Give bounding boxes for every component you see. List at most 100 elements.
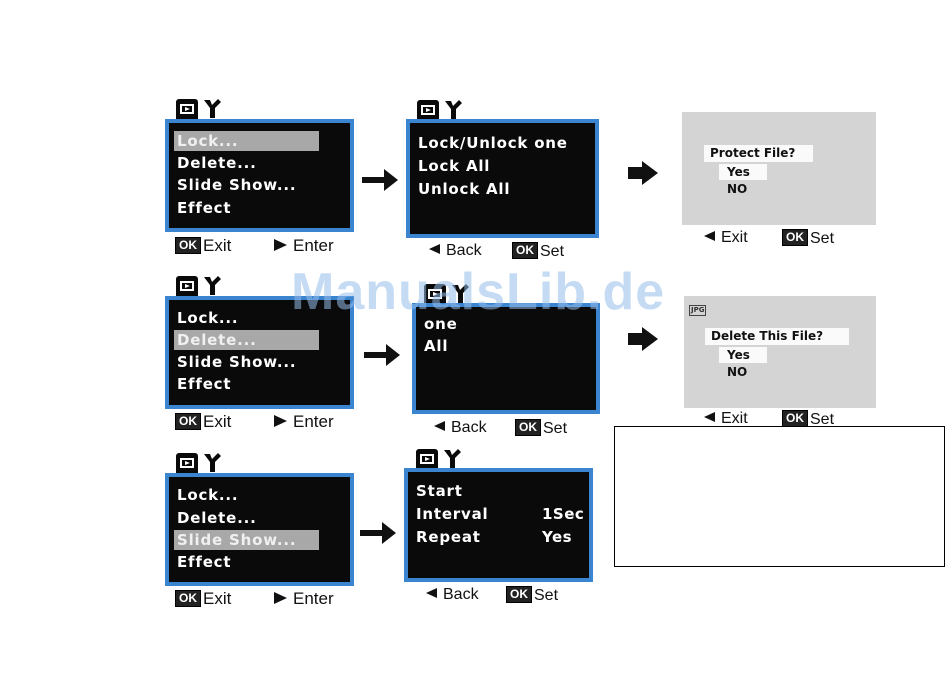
- menu-item-effect[interactable]: Effect: [177, 375, 232, 393]
- delete-file-question: Delete This File?: [705, 328, 849, 345]
- menu-footer-enter: Enter: [274, 412, 334, 432]
- delete-file-dialog: JPG Delete This File? Yes NO: [684, 296, 876, 408]
- watermark: ManualsLib.de: [291, 263, 666, 321]
- menu-item-lock[interactable]: Lock...: [174, 131, 319, 151]
- ok-button-icon: OK: [512, 242, 538, 259]
- menu-item-effect[interactable]: Effect: [177, 553, 232, 571]
- menu-footer-enter: Enter: [274, 236, 334, 256]
- menu-item-slide-show[interactable]: Slide Show...: [177, 353, 297, 371]
- menu-tabs: [414, 282, 494, 304]
- setup-tab-icon[interactable]: [202, 451, 222, 473]
- triangle-right-icon: [274, 592, 287, 604]
- yes-option[interactable]: Yes: [719, 347, 767, 363]
- playback-tab-icon[interactable]: [416, 449, 438, 469]
- main-menu-screen: Lock... Delete... Slide Show... Effect: [165, 473, 354, 586]
- empty-note-box: [614, 426, 945, 567]
- ok-button-icon: OK: [175, 590, 201, 607]
- menu-tabs: [407, 98, 487, 120]
- triangle-left-icon: [426, 588, 437, 598]
- menu-item-delete[interactable]: Delete...: [177, 154, 257, 172]
- dialog-footer-exit: Exit: [704, 410, 748, 426]
- footer-set-label: Set: [810, 411, 835, 426]
- setup-tab-icon[interactable]: [202, 97, 222, 119]
- lock-all-item[interactable]: Lock All: [418, 157, 491, 175]
- arrow-right-icon: [628, 161, 658, 185]
- menu-item-delete[interactable]: Delete...: [177, 509, 257, 527]
- footer-enter-label: Enter: [293, 236, 334, 255]
- submenu-footer-back: Back: [434, 419, 487, 437]
- setup-tab-icon[interactable]: [442, 447, 462, 469]
- main-menu-screen: Lock... Delete... Slide Show... Effect: [165, 296, 354, 409]
- playback-tab-icon[interactable]: [417, 100, 439, 120]
- protect-file-question: Protect File?: [704, 145, 813, 162]
- menu-item-slide-show[interactable]: Slide Show...: [174, 530, 319, 550]
- footer-back-label: Back: [451, 419, 487, 436]
- slideshow-interval-item[interactable]: Interval: [416, 505, 489, 523]
- jpg-file-icon: JPG: [689, 305, 707, 316]
- menu-tabs: [166, 451, 246, 473]
- ok-button-icon: OK: [175, 413, 201, 430]
- arrow-right-icon: [628, 327, 658, 351]
- delete-all-item[interactable]: All: [424, 337, 449, 355]
- unlock-all-item[interactable]: Unlock All: [418, 180, 511, 198]
- delete-one-item[interactable]: one: [424, 315, 458, 333]
- ok-button-icon: OK: [175, 237, 201, 254]
- ok-button-icon: OK: [782, 410, 808, 426]
- slideshow-submenu-screen: Start Interval Repeat 1Sec Yes: [404, 468, 593, 582]
- menu-item-slide-show[interactable]: Slide Show...: [177, 176, 297, 194]
- setup-tab-icon[interactable]: [443, 98, 463, 120]
- footer-exit-label: Exit: [203, 589, 232, 608]
- footer-exit-label: Exit: [203, 236, 232, 255]
- playback-tab-icon[interactable]: [176, 99, 198, 119]
- slideshow-start-item[interactable]: Start: [416, 482, 463, 500]
- submenu-footer-back: Back: [429, 242, 482, 260]
- lock-submenu-screen: Lock/Unlock one Lock All Unlock All: [406, 119, 599, 238]
- menu-item-lock[interactable]: Lock...: [177, 486, 239, 504]
- footer-exit-label: Exit: [721, 229, 748, 246]
- triangle-left-icon: [704, 231, 715, 241]
- triangle-right-icon: [274, 239, 287, 251]
- playback-tab-icon[interactable]: [176, 453, 198, 473]
- footer-back-label: Back: [446, 242, 482, 259]
- footer-exit-label: Exit: [721, 410, 748, 426]
- no-option[interactable]: NO: [727, 365, 748, 379]
- arrow-right-icon: [360, 522, 396, 544]
- triangle-right-icon: [274, 415, 287, 427]
- slideshow-repeat-item[interactable]: Repeat: [416, 528, 481, 546]
- setup-tab-icon[interactable]: [202, 274, 222, 296]
- submenu-footer-back: Back: [426, 586, 479, 604]
- triangle-left-icon: [704, 412, 715, 422]
- interval-value: 1Sec: [542, 505, 585, 523]
- menu-item-lock[interactable]: Lock...: [177, 309, 239, 327]
- menu-tabs: [166, 97, 246, 119]
- footer-enter-label: Enter: [293, 412, 334, 431]
- footer-exit-label: Exit: [203, 412, 232, 431]
- footer-enter-label: Enter: [293, 589, 334, 608]
- menu-item-effect[interactable]: Effect: [177, 199, 232, 217]
- setup-tab-icon[interactable]: [450, 282, 470, 304]
- playback-tab-icon[interactable]: [424, 284, 446, 304]
- footer-set-label: Set: [810, 230, 835, 247]
- footer-back-label: Back: [443, 586, 479, 603]
- dialog-footer-exit: Exit: [704, 229, 748, 247]
- delete-submenu-screen: one All: [412, 303, 600, 414]
- ok-button-icon: OK: [515, 419, 541, 436]
- playback-tab-icon[interactable]: [176, 276, 198, 296]
- footer-set-label: Set: [540, 243, 565, 260]
- lock-unlock-one-item[interactable]: Lock/Unlock one: [418, 134, 568, 152]
- yes-option[interactable]: Yes: [719, 164, 767, 180]
- menu-tabs: [406, 447, 486, 469]
- arrow-right-icon: [362, 169, 398, 191]
- no-option[interactable]: NO: [727, 182, 748, 196]
- menu-item-delete[interactable]: Delete...: [174, 330, 319, 350]
- triangle-left-icon: [434, 421, 445, 431]
- arrow-right-icon: [364, 344, 400, 366]
